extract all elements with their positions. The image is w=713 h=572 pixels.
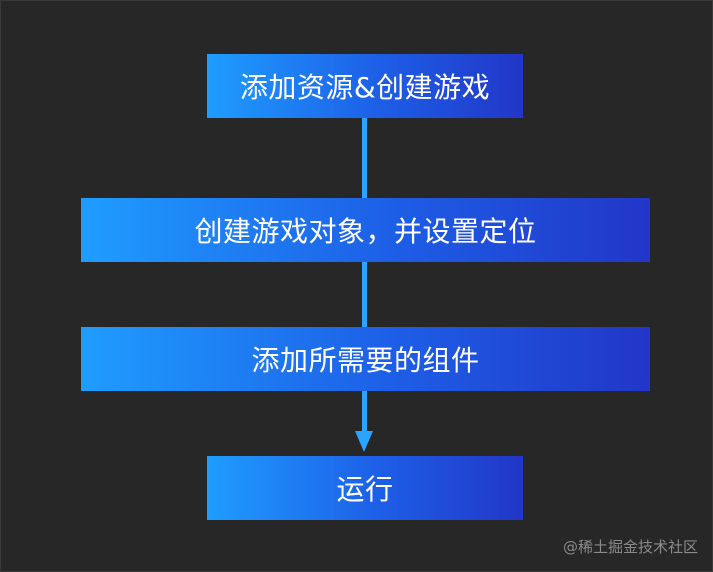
step-label: 添加所需要的组件	[251, 344, 480, 377]
step-add-resources-create-game: 添加资源&创建游戏	[207, 54, 523, 118]
connector-line-2	[362, 262, 367, 327]
step-label: 运行	[336, 473, 394, 506]
step-run: 运行	[207, 456, 523, 520]
step-label: 添加资源&创建游戏	[239, 71, 491, 104]
connector-line-3	[362, 391, 367, 431]
step-add-components: 添加所需要的组件	[81, 327, 650, 391]
connector-line-1	[362, 118, 367, 198]
step-create-game-object: 创建游戏对象，并设置定位	[81, 198, 650, 262]
step-label: 创建游戏对象，并设置定位	[194, 215, 537, 248]
arrow-down-icon	[355, 431, 373, 452]
watermark: @稀土掘金技术社区	[562, 538, 698, 556]
